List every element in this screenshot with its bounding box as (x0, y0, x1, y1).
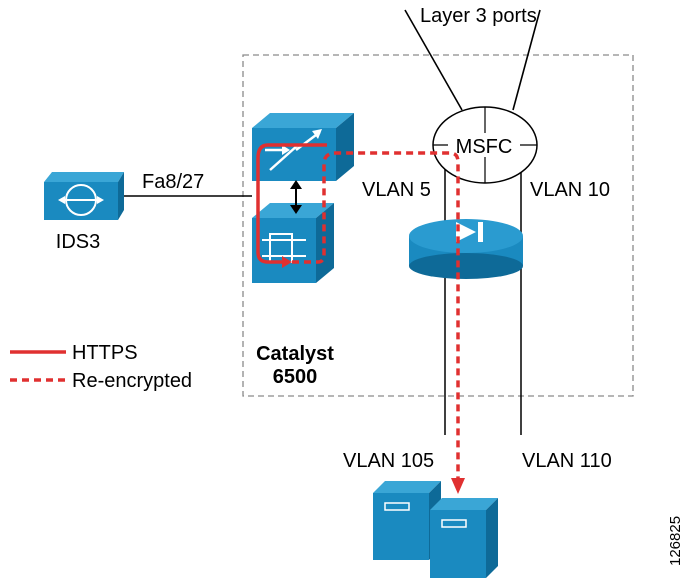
vlan10-label: VLAN 10 (530, 179, 610, 201)
layer3-ports-label: Layer 3 ports (420, 5, 537, 27)
legend-solid-label: HTTPS (72, 342, 138, 364)
legend: HTTPS Re-encrypted (10, 342, 192, 392)
msfc-label: MSFC (456, 136, 513, 158)
ids-label: IDS3 (56, 231, 100, 253)
vlan5-label: VLAN 5 (362, 179, 431, 201)
layer3-link-left (404, 9, 463, 111)
msfc-router-icon: MSFC (432, 106, 538, 184)
catalyst-model-label: 6500 (273, 366, 318, 388)
legend-dashed-label: Re-encrypted (72, 370, 192, 392)
ids-sensor-icon (44, 172, 124, 220)
vlan105-label: VLAN 105 (343, 450, 434, 472)
catalyst-switch-icon (252, 113, 354, 283)
fa-port-label: Fa8/27 (142, 171, 204, 193)
reencrypted-arrowhead (451, 478, 465, 494)
catalyst-label: Catalyst (256, 343, 334, 365)
https-path (256, 143, 327, 264)
reencrypted-path (292, 151, 460, 480)
figure-id: 126825 (667, 516, 684, 566)
layer3-link-right (512, 9, 541, 111)
server-pair-icon (373, 481, 498, 578)
content-switch-module-icon (409, 219, 523, 279)
vlan110-label: VLAN 110 (522, 450, 612, 472)
catalyst-boundary (242, 54, 634, 397)
https-arrowhead (282, 256, 292, 268)
